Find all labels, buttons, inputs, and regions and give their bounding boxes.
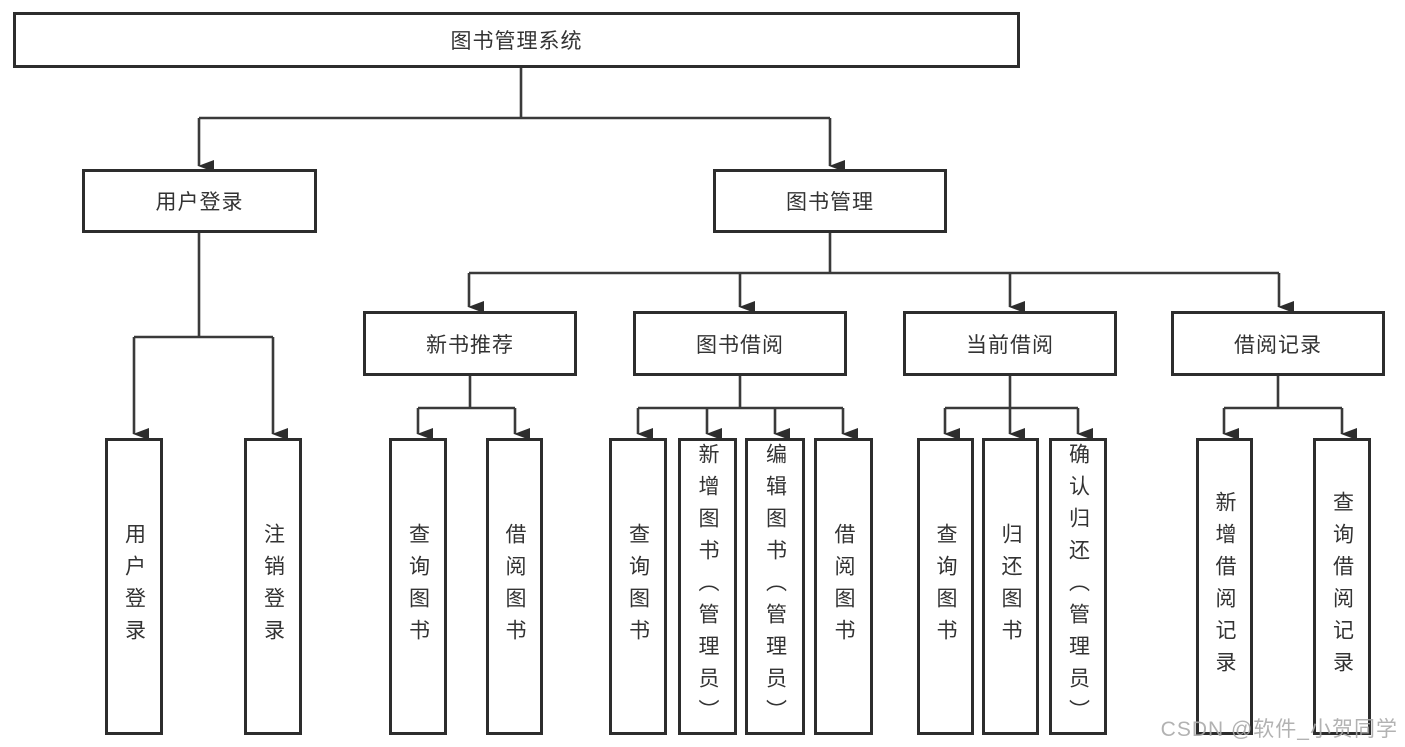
leaf-add-borrow-record: 新增借阅记录 xyxy=(1196,438,1253,735)
wire-root-split xyxy=(197,68,845,172)
wire-borrow-record-split xyxy=(1222,376,1357,440)
node-borrow-records: 借阅记录 xyxy=(1171,311,1385,376)
leaf-add-borrow-record-label: 新增借阅记录 xyxy=(1213,490,1236,683)
leaf-user-login-label: 用户登录 xyxy=(122,522,146,651)
leaf-logout: 注销登录 xyxy=(244,438,302,735)
csdn-watermark: CSDN @软件_小贺同学 xyxy=(1160,718,1398,741)
wire-new-book-split xyxy=(416,376,530,440)
leaf-query-borrow-record-label: 查询借阅记录 xyxy=(1330,490,1354,683)
leaf-edit-book-admin: 编辑图书（管理员） xyxy=(745,438,805,735)
leaf-query-books-current: 查询图书 xyxy=(917,438,974,735)
node-root-library-system: 图书管理系统 xyxy=(13,12,1020,68)
leaf-edit-book-admin-label: 编辑图书（管理员） xyxy=(763,442,787,731)
wire-book-borrow-split xyxy=(636,376,858,440)
node-book-management: 图书管理 xyxy=(713,169,947,233)
leaf-borrow-books-borrow: 借阅图书 xyxy=(814,438,873,735)
wire-user-login-split xyxy=(132,233,288,440)
leaf-logout-label: 注销登录 xyxy=(261,522,285,651)
leaf-borrow-books-newrec: 借阅图书 xyxy=(486,438,543,735)
leaf-query-books-newrec-label: 查询图书 xyxy=(406,522,430,651)
node-user-login: 用户登录 xyxy=(82,169,317,233)
node-current-borrow: 当前借阅 xyxy=(903,311,1117,376)
leaf-user-login: 用户登录 xyxy=(105,438,163,735)
leaf-return-book-label: 归还图书 xyxy=(999,522,1022,651)
leaf-return-book: 归还图书 xyxy=(982,438,1039,735)
node-new-book-recommend: 新书推荐 xyxy=(363,311,577,376)
leaf-confirm-return-admin-label: 确认归还（管理员） xyxy=(1066,442,1090,731)
leaf-add-book-admin-label: 新增图书（管理员） xyxy=(696,442,719,731)
leaf-query-books-newrec: 查询图书 xyxy=(389,438,447,735)
wire-book-mgmt-split xyxy=(467,233,1294,313)
leaf-confirm-return-admin: 确认归还（管理员） xyxy=(1049,438,1107,735)
leaf-query-books-borrow: 查询图书 xyxy=(609,438,667,735)
leaf-add-book-admin: 新增图书（管理员） xyxy=(678,438,737,735)
leaf-query-borrow-record: 查询借阅记录 xyxy=(1313,438,1371,735)
node-book-borrow: 图书借阅 xyxy=(633,311,847,376)
leaf-query-books-borrow-label: 查询图书 xyxy=(626,522,650,651)
leaf-query-books-current-label: 查询图书 xyxy=(934,522,957,651)
leaf-borrow-books-borrow-label: 借阅图书 xyxy=(832,522,855,651)
wire-current-borrow-split xyxy=(943,376,1093,440)
leaf-borrow-books-newrec-label: 借阅图书 xyxy=(503,522,526,651)
